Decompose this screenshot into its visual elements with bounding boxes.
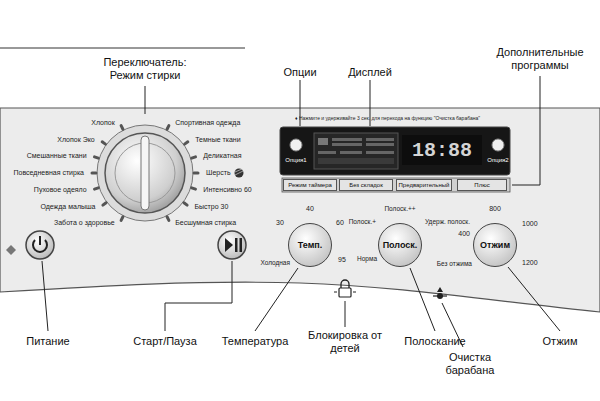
callout-label: Температура [222,335,289,348]
dial-value: 95 [338,256,346,264]
dial-value: Норма [357,255,377,262]
option-label: Опция2 [487,157,508,164]
program-label: Спортивная одежда [175,119,240,127]
dial-tick [121,217,123,221]
logo-badge [6,245,16,255]
button-label: Режим таймера [288,182,332,188]
drum-clean-icon [433,287,447,299]
temperature-knob: Темп. [288,223,332,267]
dial-tick [192,157,196,158]
option-label: Опция1 [285,157,306,164]
program-label: Смешанные ткани [27,152,87,160]
dial-tick [184,203,187,205]
start-pause-button [218,231,246,259]
dial-value: 400 [458,230,470,238]
knob-label: Полоск. [383,240,418,250]
rinse-knob: Полоск. [378,223,423,268]
dial-tick [192,188,196,189]
dial-value: 30 [276,219,284,227]
button-label: Без складок [349,182,383,188]
power-button [26,231,54,259]
program-dial [97,125,193,221]
dial-tick [95,188,99,189]
callout-label: Опции [283,66,316,79]
callout-label: Дисплей [348,66,392,79]
button-label: Предварительный [399,182,450,188]
note-text: ♦ Нажмите и удерживайте 3 сек. для перех… [295,116,480,122]
program-label: Шерсть [206,169,231,177]
child-lock-icon [334,280,356,297]
dial-tick [102,142,105,144]
program-label: Бесшумная стирка [175,219,236,227]
dial-tick [95,157,99,158]
dial-ticks [92,126,198,221]
callout-label: Отжим [542,335,577,348]
callout-label: Полоскание [404,335,465,348]
option-button: Плюс [457,179,507,191]
dial-tick [167,126,169,130]
dial-value: 1200 [522,259,538,267]
dial-tick [103,203,106,205]
dial-value: 800 [489,205,501,213]
program-label: Забота о здоровье [54,219,115,227]
spin-knob: Отжим [473,223,517,267]
wool-icon [235,169,244,178]
dial-value: Холодная [260,259,290,266]
dial-tick [92,172,96,175]
knob-label: Отжим [480,240,510,250]
knob-label: Темп. [298,240,323,250]
program-label: Быстро 30 [194,203,228,211]
dial-value: Полоск.++ [384,205,415,212]
program-label: Одежда малыша [40,203,95,211]
callout-label: Блокировка от детей [305,329,385,354]
callout-label: Питание [26,335,69,348]
dial-tick [167,217,169,221]
button-label: Плюс [474,182,489,188]
panel-body [0,108,600,312]
option-button: Предварительный [396,179,453,191]
dial-value: Полоск.+ [349,218,376,225]
dial-value: Удерж. полоск. [425,218,470,225]
program-label: Хлопок Эко [57,136,94,144]
leader-lines [42,76,560,347]
digit-display: 18:88 [402,135,482,165]
option-button: Без складок [339,179,393,191]
callout-label: Переключатель: Режим стирки [90,56,200,81]
display-digits: 18:88 [412,139,472,162]
dial-tick [185,142,188,144]
top-rule [0,48,245,49]
program-label: Интенсивно 60 [203,186,251,194]
dial-value: Без отжима [437,260,472,267]
program-label: Деликатная [203,152,241,160]
display-housing [280,127,510,192]
callout-label: Дополнительные программы [485,46,595,71]
callout-label: Старт/Пауза [133,335,197,348]
dial-value: 40 [306,205,314,213]
dial-tick [194,172,198,175]
program-label: Хлопок [91,119,114,127]
dial-value: 1000 [522,220,538,228]
option-button: Режим таймера [283,179,337,191]
callout-label: Очистка барабана [435,351,505,376]
program-label: Темные ткани [195,136,240,144]
program-label: Пуховое одеяло [34,186,87,194]
dial-tick [121,126,123,130]
dial-value: 60 [336,219,344,227]
program-label: Повседневная стирка [14,169,84,177]
